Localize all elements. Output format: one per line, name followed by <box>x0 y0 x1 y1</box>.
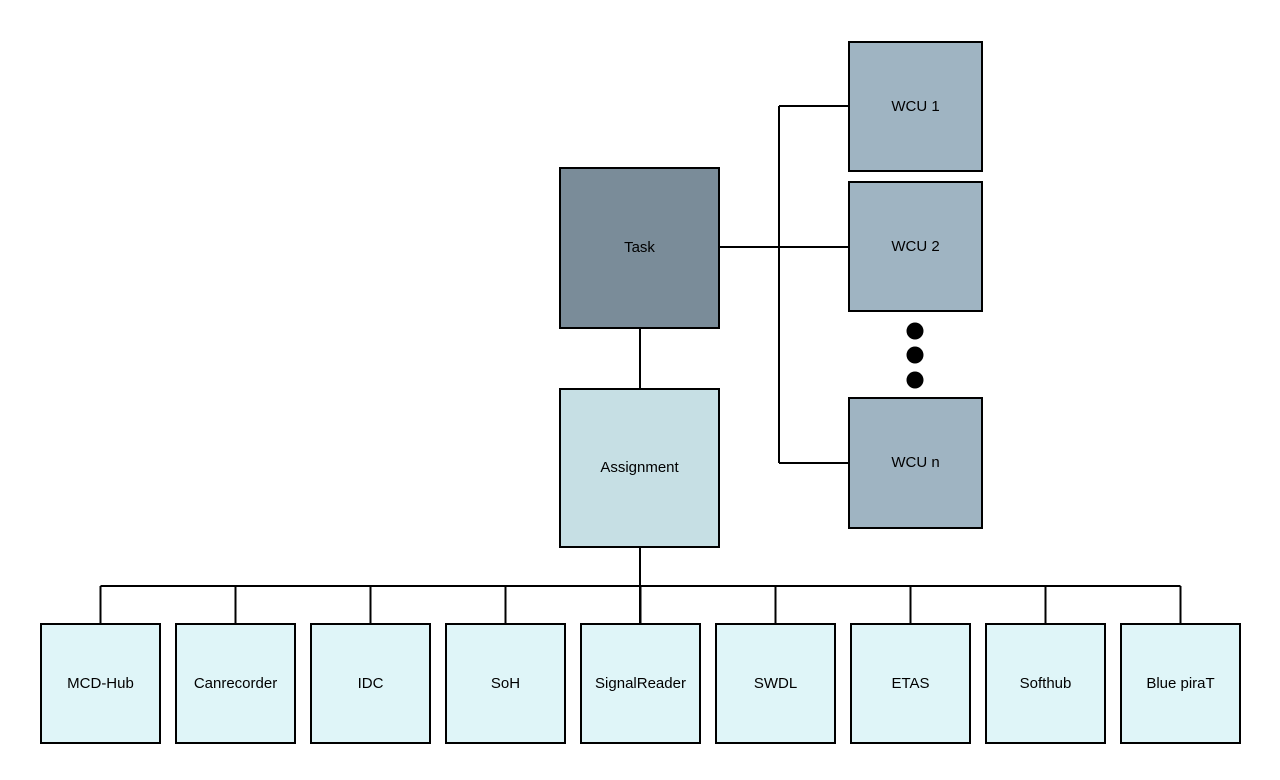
node-label: Assignment <box>600 459 679 476</box>
node-label: SWDL <box>753 674 798 692</box>
node-label: SignalReader <box>595 674 686 692</box>
node-task: Task <box>559 167 720 329</box>
node-label: Task <box>624 239 655 256</box>
node-soh: SoH <box>445 623 566 744</box>
node-label: WCU n <box>891 454 940 471</box>
node-label: WCU 2 <box>891 237 940 255</box>
node-etas: ETAS <box>850 623 971 744</box>
node-canrecorder: Canrecorder <box>175 623 296 744</box>
ellipsis-dot-icon <box>906 322 924 340</box>
node-wcu-1: WCU 1 <box>848 41 983 172</box>
node-label: Softhub <box>1019 674 1072 692</box>
node-wcu-n: WCU n <box>848 397 983 529</box>
node-label: SoH <box>490 674 521 692</box>
node-blue-pirat: Blue piraT <box>1120 623 1241 744</box>
node-signalreader: SignalReader <box>580 623 701 744</box>
node-label: Canrecorder <box>193 674 278 692</box>
node-assignment: Assignment <box>559 388 720 548</box>
ellipsis-dot-icon <box>906 346 924 364</box>
node-wcu-2: WCU 2 <box>848 181 983 312</box>
node-swdl: SWDL <box>715 623 836 744</box>
node-label: ETAS <box>891 674 930 692</box>
node-mcd-hub: MCD-Hub <box>40 623 161 744</box>
node-idc: IDC <box>310 623 431 744</box>
node-label: MCD-Hub <box>67 674 134 692</box>
node-label: Blue piraT <box>1146 674 1215 692</box>
node-label: WCU 1 <box>891 97 940 115</box>
ellipsis-dot-icon <box>906 371 924 389</box>
node-softhub: Softhub <box>985 623 1106 744</box>
node-label: IDC <box>357 674 384 692</box>
